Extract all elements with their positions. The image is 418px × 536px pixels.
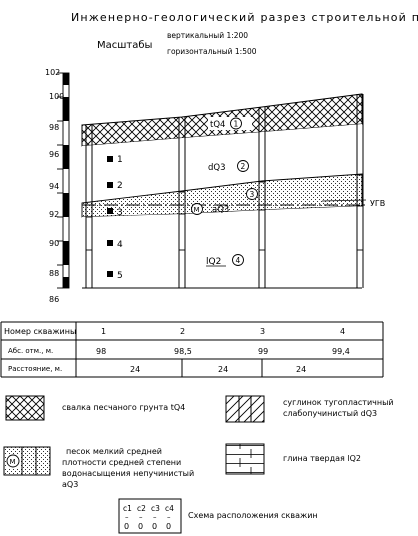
legend-swatch-loam — [225, 395, 265, 423]
well-dash: – — [167, 513, 171, 521]
groundwater-line: УГВ — [82, 199, 385, 208]
legend-sand-marker-circle — [6, 454, 20, 468]
legend-sand-marker: М — [10, 458, 16, 466]
well-label: c4 — [165, 504, 174, 513]
well-value: 0 — [166, 522, 171, 531]
clay-number-label: 4 — [236, 256, 241, 265]
legend-text: aQ3 — [62, 480, 78, 489]
sample-number: 4 — [117, 240, 123, 250]
elevation-tick: 94 — [49, 182, 59, 191]
well-label: c1 — [123, 504, 132, 513]
sample-number: 3 — [117, 208, 123, 218]
sample-number: 2 — [117, 181, 123, 191]
table-cell: 24 — [218, 365, 228, 374]
table-cell: 99 — [258, 347, 268, 356]
table-row-label: Номер скважины — [4, 327, 76, 336]
table-row-label: Абс. отм., м. — [8, 347, 53, 355]
well-dash: – — [125, 513, 129, 521]
clay-number-circle — [232, 254, 244, 266]
sand-number-circle — [246, 188, 258, 200]
well-value: 0 — [124, 522, 129, 531]
well-dash: – — [139, 513, 143, 521]
elevation-tick: 98 — [49, 123, 59, 132]
well-value: 0 — [152, 522, 157, 531]
elevation-tick: 100 — [49, 92, 64, 101]
well-value: 0 — [138, 522, 143, 531]
well-scheme-box — [118, 498, 182, 534]
sample-number: 5 — [117, 271, 123, 281]
drawing-title: Инженерно-геологический разрез строитель… — [71, 11, 418, 24]
table-row-label: Расстояние, м. — [8, 365, 62, 373]
table-cell: 98,5 — [174, 347, 192, 356]
table-cell: 98 — [96, 347, 106, 356]
well-label: c2 — [137, 504, 146, 513]
well-scheme-caption: Схема расположения скважин — [188, 511, 318, 520]
elevation-tick: 86 — [49, 295, 59, 304]
borehole-3 — [258, 107, 266, 288]
fill-index-label: tQ4 — [210, 120, 225, 130]
legend-swatch-fill — [5, 395, 45, 421]
legend-text: свалка песчаного грунта tQ4 — [62, 403, 185, 412]
sample-markers: 1 2 3 4 5 — [107, 155, 123, 281]
well-scheme: c1 c2 c3 c4 – – – – 0 0 0 0 Схема распол… — [118, 498, 318, 534]
sand-number-label: 3 — [250, 190, 255, 199]
vertical-scale: вертикальный 1:200 — [167, 31, 248, 40]
sand-index-label: aQ3 — [212, 205, 229, 215]
boreholes — [85, 94, 364, 288]
elevation-tick: 102 — [45, 68, 60, 77]
elevation-tick: 88 — [49, 269, 59, 278]
table-cell: 99,4 — [332, 347, 350, 356]
table-cell: 4 — [340, 327, 345, 336]
layer-loam-dq3 — [82, 124, 362, 203]
table-cell: 24 — [130, 365, 140, 374]
legend-item-fill: свалка песчаного грунта tQ4 — [5, 395, 185, 421]
legend-item-clay: глина твердая lQ2 — [225, 443, 361, 475]
sand-marker-circle — [191, 203, 203, 215]
borehole-table: Номер скважины 1 2 3 4 Абс. отм., м. 98 … — [0, 321, 384, 378]
loam-number-label: 2 — [241, 162, 246, 171]
sand-marker-label: М — [194, 206, 200, 214]
legend-text: плотности средней степени — [62, 458, 181, 467]
elevation-tick: 90 — [49, 239, 59, 248]
borehole-1 — [85, 125, 93, 288]
borehole-2 — [178, 117, 186, 288]
fill-number-circle — [230, 117, 242, 130]
legend-text: глина твердая lQ2 — [283, 454, 361, 463]
table-cell: 2 — [180, 327, 185, 336]
loam-number-circle — [237, 160, 249, 172]
legend-text: водонасыщения непучинистый — [62, 469, 194, 478]
elevation-tick: 92 — [49, 210, 59, 219]
legend-item-sand: М песок мелкий средней плотности средней… — [3, 446, 194, 489]
well-dash: – — [153, 513, 157, 521]
well-label: c3 — [151, 504, 160, 513]
table-cell: 24 — [296, 365, 306, 374]
legend-text: песок мелкий средней — [66, 447, 162, 456]
legend-text: слабопучинистый dQ3 — [283, 409, 377, 418]
sample-number: 1 — [117, 155, 123, 165]
table-cell: 1 — [101, 327, 106, 336]
table-cell: 3 — [260, 327, 265, 336]
legend-swatch-clay — [225, 443, 265, 475]
scales-label: Масштабы — [97, 40, 152, 51]
legend-item-loam: суглинок тугопластичный слабопучинистый … — [225, 395, 394, 423]
legend-text: суглинок тугопластичный — [283, 398, 394, 407]
borehole-4 — [356, 94, 364, 288]
loam-index-label: dQ3 — [208, 163, 226, 173]
elevation-scale: 102 100 98 96 94 92 90 88 86 — [45, 68, 70, 304]
layer-labels: tQ4 1 dQ3 2 3 М aQ3 lQ2 4 — [191, 117, 258, 267]
fill-number-label: 1 — [234, 120, 239, 129]
horizontal-scale: горизонтальный 1:500 — [167, 47, 257, 56]
groundwater-label: УГВ — [370, 199, 385, 208]
layer-clay-lq2 — [82, 206, 362, 288]
clay-index-label: lQ2 — [206, 257, 221, 267]
legend: свалка песчаного грунта tQ4 суглинок туг… — [3, 395, 394, 489]
elevation-tick: 96 — [49, 150, 59, 159]
